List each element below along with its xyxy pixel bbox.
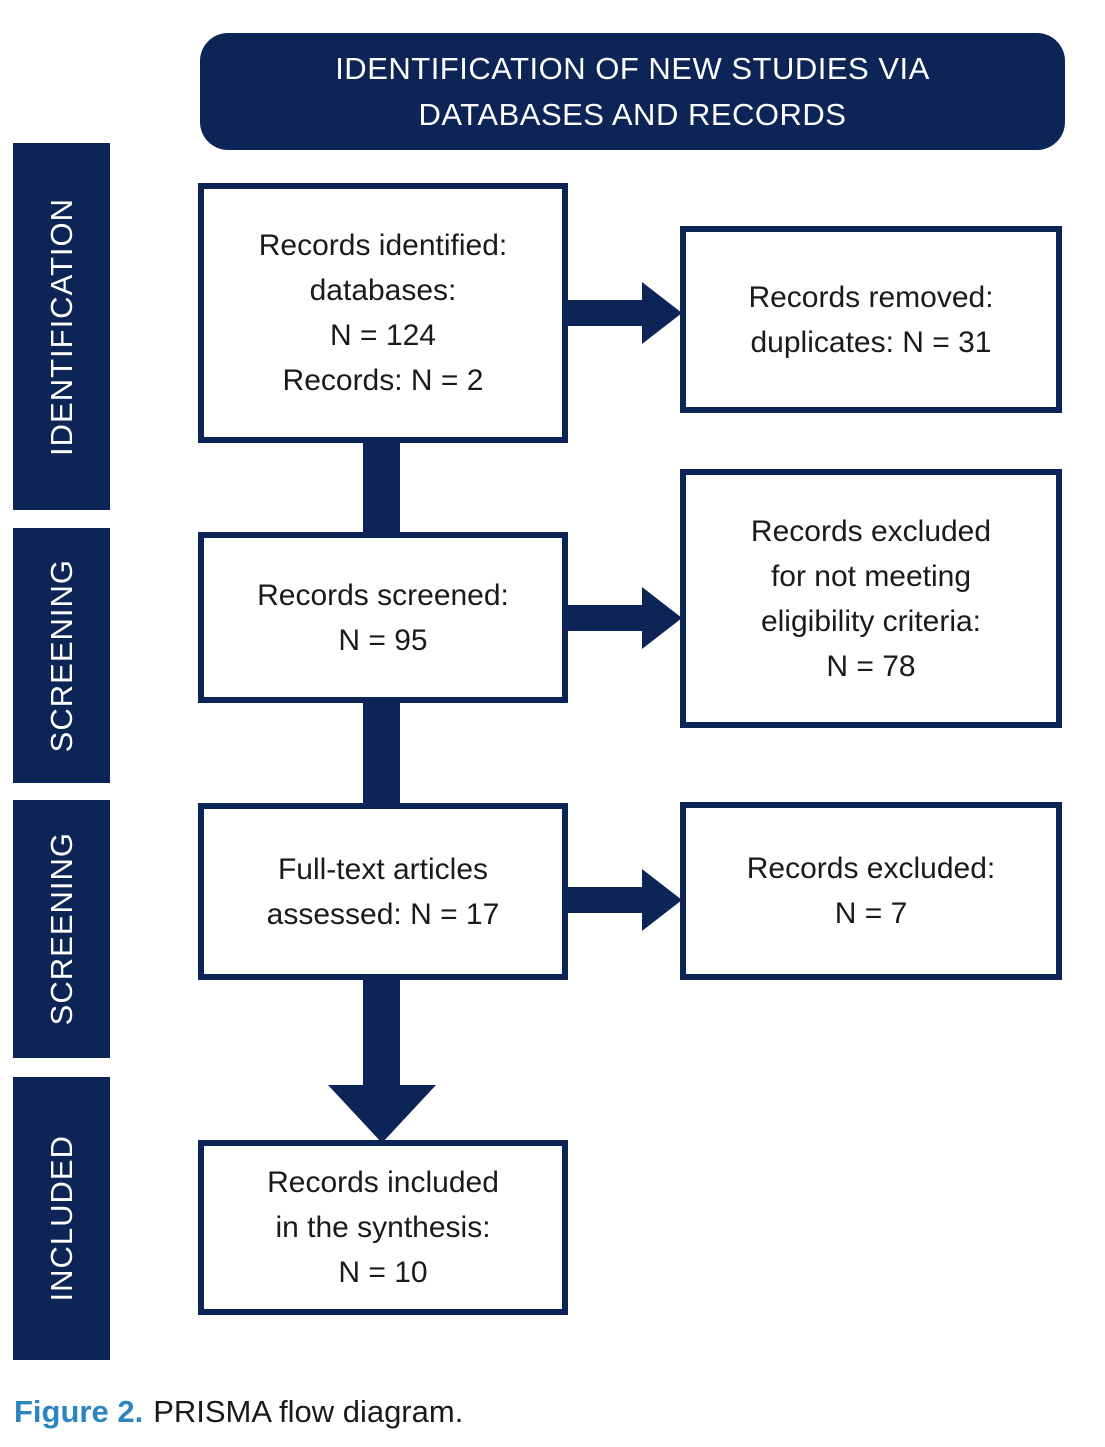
stage-bar-included: INCLUDED <box>13 1077 110 1360</box>
header-title: IDENTIFICATION OF NEW STUDIES VIA DATABA… <box>335 50 930 132</box>
box-text-line: duplicates: N = 31 <box>750 325 992 359</box>
flow-box-records-removed: Records removed: duplicates: N = 31 <box>680 226 1062 413</box>
right-arrow-1-shaft <box>566 300 644 326</box>
down-connector-1 <box>363 440 400 536</box>
box-text-line: N = 7 <box>834 897 908 930</box>
box-text-line: Records excluded <box>750 514 992 548</box>
box-text-line: Full-text articles <box>277 852 489 886</box>
box-text-line: Records identified: <box>258 229 508 262</box>
box-text-line: in the synthesis: <box>275 1211 491 1244</box>
down-arrow-icon <box>328 1085 436 1143</box>
box-text-line: eligibility criteria: <box>760 604 982 638</box>
flow-box-records-excluded: Records excluded: N = 7 <box>680 802 1062 980</box>
box-text-line: Records excluded: <box>746 852 996 885</box>
down-connector-3 <box>363 977 400 1087</box>
flow-box-records-screened: Records screened: N = 95 <box>198 532 568 703</box>
box-text-line: Records screened: <box>257 578 509 612</box>
right-arrow-2-icon <box>642 587 682 649</box>
right-arrow-3-shaft <box>566 887 644 913</box>
stage-label-identification: IDENTIFICATION <box>43 197 79 456</box>
stage-label-screening-2: SCREENING <box>43 832 79 1026</box>
figure-caption-label: Figure 2. <box>14 1394 144 1429</box>
box-text-line: Records removed: <box>748 280 994 314</box>
flow-box-records-included: Records included in the synthesis: N = 1… <box>198 1140 568 1315</box>
stage-bar-screening-1: SCREENING <box>13 528 110 783</box>
right-arrow-1-icon <box>642 282 682 344</box>
box-text-line: Records included <box>267 1166 499 1199</box>
flow-box-records-identified: Records identified: databases: N = 124 R… <box>198 183 568 443</box>
stage-label-screening-1: SCREENING <box>43 558 79 753</box>
box-text-line: N = 78 <box>826 649 916 683</box>
stage-bar-screening-2: SCREENING <box>13 800 110 1058</box>
down-connector-2 <box>363 700 400 806</box>
right-arrow-3-icon <box>642 869 682 931</box>
figure-caption: Figure 2. PRISMA flow diagram. <box>14 1392 463 1432</box>
header-banner: IDENTIFICATION OF NEW STUDIES VIA DATABA… <box>200 33 1065 150</box>
box-text-line: assessed: N = 17 <box>266 897 500 931</box>
box-text-line: for not meeting <box>770 559 972 593</box>
stage-label-included: INCLUDED <box>43 1135 79 1302</box>
stage-bar-identification: IDENTIFICATION <box>13 143 110 510</box>
box-text-line: databases: <box>309 274 457 307</box>
figure-caption-text: PRISMA flow diagram. <box>153 1394 464 1429</box>
box-text-line: Records: N = 2 <box>282 364 484 397</box>
flow-box-fulltext-assessed: Full-text articles assessed: N = 17 <box>198 803 568 980</box>
flow-box-records-excluded-eligibility: Records excluded for not meeting eligibi… <box>680 469 1062 728</box>
right-arrow-2-shaft <box>566 605 644 631</box>
box-text-line: N = 124 <box>330 319 436 352</box>
box-text-line: N = 95 <box>338 623 428 657</box>
box-text-line: N = 10 <box>338 1256 428 1289</box>
